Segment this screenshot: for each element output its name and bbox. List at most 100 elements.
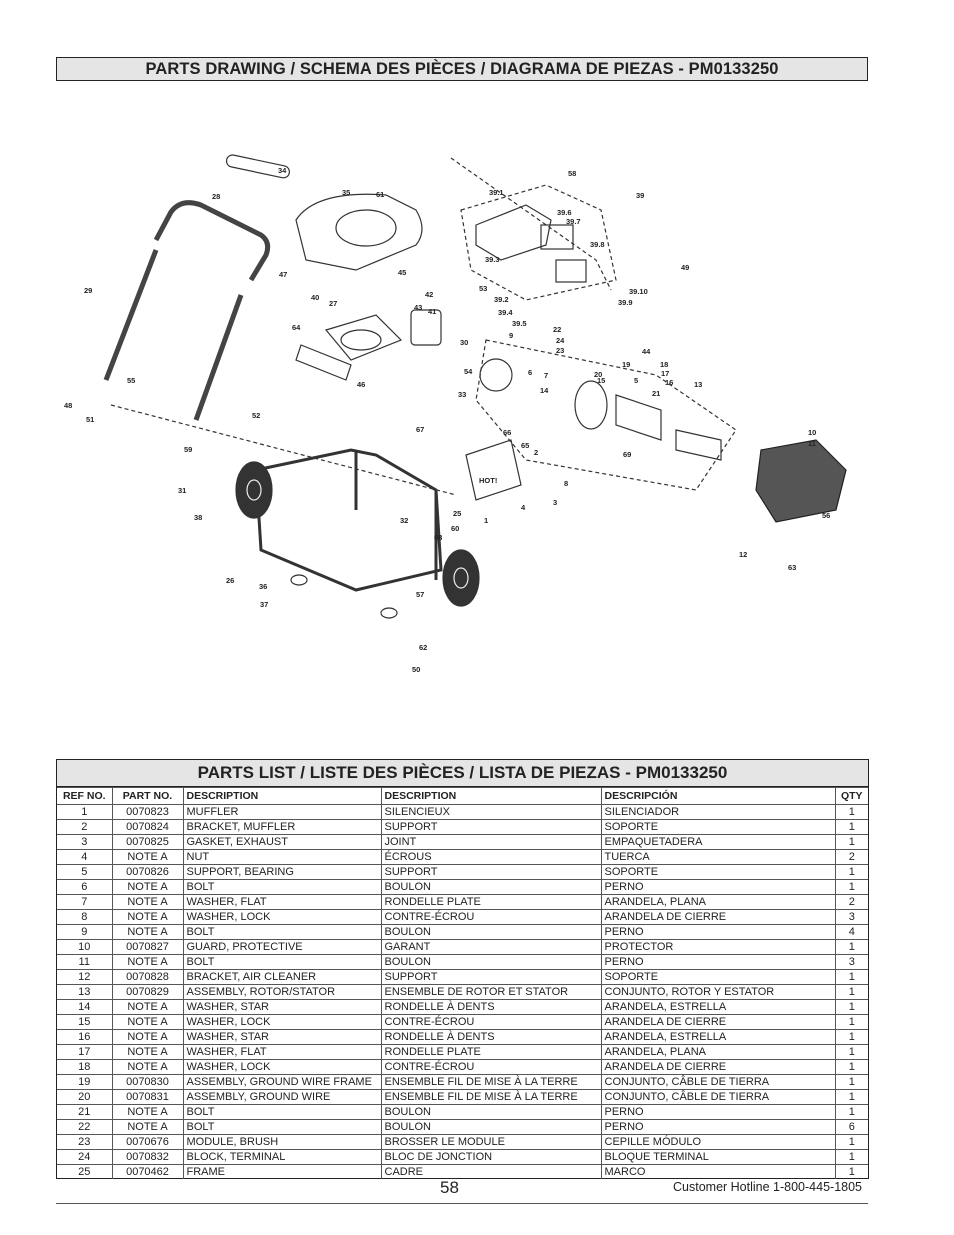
- cell-qty: 1: [834, 1029, 868, 1045]
- cell-part-no: NOTE A: [111, 1029, 184, 1045]
- cell-description-fr: BOULON: [380, 879, 602, 895]
- cell-qty: 1: [834, 1089, 868, 1105]
- callout: 29: [84, 286, 92, 295]
- housing-opening: [335, 209, 397, 247]
- cell-qty: 1: [834, 1074, 868, 1090]
- callout: 32: [400, 516, 408, 525]
- cell-qty: 1: [834, 864, 868, 880]
- cell-ref-no: 7: [57, 894, 113, 910]
- cell-qty: 1: [834, 984, 868, 1000]
- cell-description-fr: SILENCIEUX: [380, 804, 602, 820]
- callout: 33: [458, 390, 466, 399]
- cell-qty: 2: [834, 849, 868, 865]
- cell-description-fr: RONDELLE À DENTS: [380, 999, 602, 1015]
- cell-qty: 1: [834, 804, 868, 820]
- cell-description-fr: JOINT: [380, 834, 602, 850]
- cell-part-no: 0070829: [111, 984, 184, 1000]
- cell-ref-no: 9: [57, 924, 113, 940]
- cell-description-en: FRAME: [182, 1164, 382, 1179]
- cell-part-no: NOTE A: [111, 1014, 184, 1030]
- bearing-support-part: [574, 380, 608, 430]
- cell-description-en: BOLT: [182, 954, 382, 970]
- cell-description-es: CONJUNTO, ROTOR Y ESTATOR: [600, 984, 836, 1000]
- callout: 42: [425, 290, 433, 299]
- tank-opening: [340, 329, 382, 351]
- parts-list: PARTS LIST / LISTE DES PIÈCES / LISTA DE…: [56, 759, 869, 1179]
- cell-qty: 1: [834, 879, 868, 895]
- callout: 40: [311, 293, 319, 302]
- callout: 59: [184, 445, 192, 454]
- cell-description-en: MUFFLER: [182, 804, 382, 820]
- cell-description-es: MARCO: [600, 1164, 836, 1179]
- parts-drawing: HOT! 1 2 3 4 5 6 7 8 9 10 11 12 13 14 15…: [56, 150, 868, 690]
- cell-description-en: NUT: [182, 849, 382, 865]
- cell-qty: 3: [834, 909, 868, 925]
- cell-qty: 1: [834, 999, 868, 1015]
- cell-qty: 3: [834, 954, 868, 970]
- cell-description-fr: SUPPORT: [380, 819, 602, 835]
- cell-description-en: GASKET, EXHAUST: [182, 834, 382, 850]
- callout: 5: [634, 376, 638, 385]
- callout: 53: [479, 284, 487, 293]
- callout: 23: [556, 346, 564, 355]
- cell-part-no: 0070832: [111, 1149, 184, 1165]
- cell-part-no: 0070825: [111, 834, 184, 850]
- cell-ref-no: 24: [57, 1149, 113, 1165]
- callout: 39.1: [489, 188, 504, 197]
- callout: 68: [434, 533, 442, 542]
- cell-qty: 1: [834, 1044, 868, 1060]
- cell-description-fr: ÉCROUS: [380, 849, 602, 865]
- cell-qty: 1: [834, 834, 868, 850]
- receptacle-plate: [555, 259, 587, 283]
- stator-part: [615, 394, 662, 441]
- callout: 16: [665, 378, 673, 387]
- cell-description-es: ARANDELA DE CIERRE: [600, 909, 836, 925]
- callout: 4: [521, 503, 526, 512]
- cell-description-fr: BOULON: [380, 954, 602, 970]
- cell-description-en: BOLT: [182, 1104, 382, 1120]
- callout: 47: [279, 270, 287, 279]
- callout: 55: [127, 376, 135, 385]
- parts-list-title: PARTS LIST / LISTE DES PIÈCES / LISTA DE…: [57, 760, 868, 787]
- frame-uprights: [354, 450, 438, 580]
- callout: 60: [451, 524, 459, 533]
- cell-part-no: NOTE A: [111, 1119, 184, 1135]
- callout: 52: [252, 411, 260, 420]
- cell-description-es: ARANDELA, PLANA: [600, 1044, 836, 1060]
- callout: 26: [226, 576, 234, 585]
- cell-description-en: BOLT: [182, 879, 382, 895]
- callout: 36: [259, 582, 267, 591]
- cell-part-no: NOTE A: [111, 849, 184, 865]
- tank-shield: [295, 344, 352, 381]
- callout: 46: [357, 380, 365, 389]
- cell-description-fr: CONTRE-ÉCROU: [380, 909, 602, 925]
- callout: 27: [329, 299, 337, 308]
- cell-ref-no: 22: [57, 1119, 113, 1135]
- callout: 28: [212, 192, 220, 201]
- callout: 49: [681, 263, 689, 272]
- cell-part-no: 0070828: [111, 969, 184, 985]
- cell-description-es: ARANDELA DE CIERRE: [600, 1059, 836, 1075]
- callout: 39.10: [629, 287, 648, 296]
- cell-description-en: ASSEMBLY, GROUND WIRE: [182, 1089, 382, 1105]
- column-header-ref-no: REF NO.: [57, 787, 113, 805]
- cell-description-en: MODULE, BRUSH: [182, 1134, 382, 1150]
- cell-description-es: ARANDELA DE CIERRE: [600, 1014, 836, 1030]
- callout: 61: [376, 190, 384, 199]
- cell-ref-no: 6: [57, 879, 113, 895]
- cell-ref-no: 17: [57, 1044, 113, 1060]
- column-header-qty: QTY: [834, 787, 868, 805]
- callout: 64: [292, 323, 301, 332]
- callout: 54: [464, 367, 473, 376]
- cell-ref-no: 21: [57, 1104, 113, 1120]
- callout: 39.8: [590, 240, 605, 249]
